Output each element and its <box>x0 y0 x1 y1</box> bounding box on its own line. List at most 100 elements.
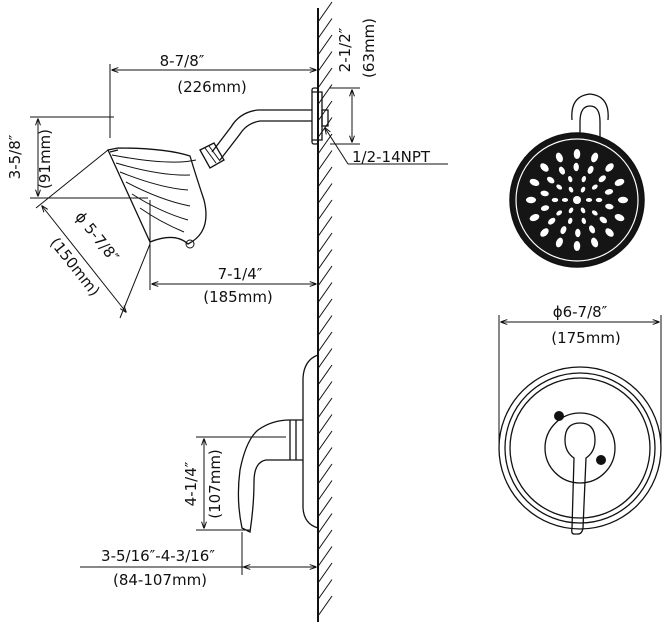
nozzle <box>605 163 614 172</box>
wall-hatch-line <box>317 100 333 122</box>
wall-hatch-line <box>317 216 333 237</box>
nozzle <box>580 207 586 214</box>
nozzle <box>581 175 587 183</box>
wall-hatch-line <box>317 282 333 303</box>
shower-head-front-view <box>509 93 645 268</box>
thread-spec-label: 1/2-14NPT <box>352 148 431 166</box>
shower-arm-side-view <box>199 87 329 169</box>
wall-hatch-line <box>317 117 333 138</box>
nozzle <box>556 184 563 190</box>
wall-hatch-line <box>317 18 333 39</box>
nozzle <box>555 152 563 163</box>
nozzle <box>591 210 598 216</box>
escutcheon-screw <box>554 411 564 421</box>
nozzle <box>604 189 614 195</box>
nozzle <box>568 186 574 193</box>
nozzle <box>599 216 608 224</box>
wall-hatch-line <box>317 447 333 468</box>
wall-hatch-line <box>317 463 333 485</box>
wall-hatch-line <box>317 183 333 204</box>
dimension-lines <box>30 64 662 575</box>
arm-rise-mm-label: (63mm) <box>360 18 378 78</box>
wall-hatch-line <box>317 480 333 501</box>
head-drop-inch-label: 3-5/8″ <box>6 134 24 179</box>
arm-length-mm-label: (226mm) <box>177 78 247 96</box>
arm-rise-inch-label: 2-1/2″ <box>336 27 354 72</box>
wall-hatch-line <box>317 315 333 336</box>
plate-diameter-inch-label: ϕ6-7/8″ <box>553 303 608 321</box>
nozzle <box>567 175 573 183</box>
arm-length-inch-label: 8-7/8″ <box>160 52 205 70</box>
wall-hatch-line <box>317 546 333 567</box>
nozzle <box>573 148 581 160</box>
wall-hatch-line <box>317 496 333 518</box>
wall-hatch-line <box>317 529 333 551</box>
wall-hatch-line <box>317 150 333 171</box>
nozzle <box>560 226 567 235</box>
wall-hatch-line <box>317 348 333 369</box>
nozzle <box>605 228 614 237</box>
escutcheon-front-view <box>498 366 662 535</box>
wall-hatch-line <box>317 562 333 584</box>
wall-hatch-line <box>317 84 333 105</box>
wall-hatch-line <box>317 595 333 617</box>
handle-reach-mm-label: (84-107mm) <box>113 571 207 589</box>
wall-hatch-line <box>317 34 333 56</box>
nozzle <box>551 197 559 203</box>
nozzle <box>529 178 540 186</box>
nozzle <box>573 196 581 204</box>
nozzle <box>595 197 603 203</box>
wall-hatch-line <box>317 1 333 23</box>
head-reach-inch-label: 7-1/4″ <box>218 265 263 283</box>
wall-hatch-line <box>317 331 333 353</box>
head-drop-mm-label: (91mm) <box>36 129 54 189</box>
nozzle <box>575 228 581 238</box>
head-reach-mm-label: (185mm) <box>203 288 273 306</box>
wall-hatch-line <box>317 381 333 402</box>
wall-hatch-line <box>317 298 333 320</box>
wall-hatch-line <box>317 166 333 188</box>
nozzle <box>588 225 596 234</box>
nozzle <box>556 210 563 216</box>
escutcheon-screw <box>596 455 606 465</box>
wall-hatch-line <box>317 133 333 155</box>
nozzle <box>580 186 586 193</box>
nozzle <box>561 198 569 202</box>
nozzle <box>540 163 549 172</box>
nozzle <box>546 176 555 184</box>
wall-hatch-line <box>317 513 333 534</box>
wall-hatch-line <box>317 579 333 600</box>
nozzle <box>614 178 625 186</box>
wall-section <box>317 1 333 622</box>
nozzle <box>555 237 563 248</box>
wall-hatching <box>317 1 333 617</box>
nozzle <box>540 228 549 237</box>
wall-hatch-line <box>317 430 333 452</box>
nozzle <box>540 190 549 197</box>
nozzle <box>591 237 599 248</box>
shower-head-nozzles <box>525 148 629 252</box>
wall-hatch-line <box>317 414 333 435</box>
handle-height-inch-label: 4-1/4″ <box>182 461 200 506</box>
nozzle <box>573 162 579 172</box>
nozzle <box>585 198 593 202</box>
valve-trim-side-view <box>237 354 319 533</box>
nozzle <box>558 166 566 175</box>
nozzle <box>591 152 599 163</box>
wall-hatch-line <box>317 265 333 287</box>
nozzle <box>591 184 598 190</box>
nozzle <box>587 165 594 174</box>
wall-hatch-line <box>317 232 333 254</box>
nozzle <box>568 207 574 214</box>
nozzle <box>605 203 614 210</box>
shower-head-side-view <box>107 147 207 249</box>
nozzle <box>617 196 629 204</box>
wall-hatch-line <box>317 397 333 419</box>
handle-height-mm-label: (107mm) <box>206 449 224 519</box>
nozzle <box>540 205 550 211</box>
nozzle <box>548 217 556 225</box>
wall-hatch-line <box>317 364 333 386</box>
plate-diameter-mm-label: (175mm) <box>551 329 621 347</box>
nozzle <box>598 175 606 183</box>
